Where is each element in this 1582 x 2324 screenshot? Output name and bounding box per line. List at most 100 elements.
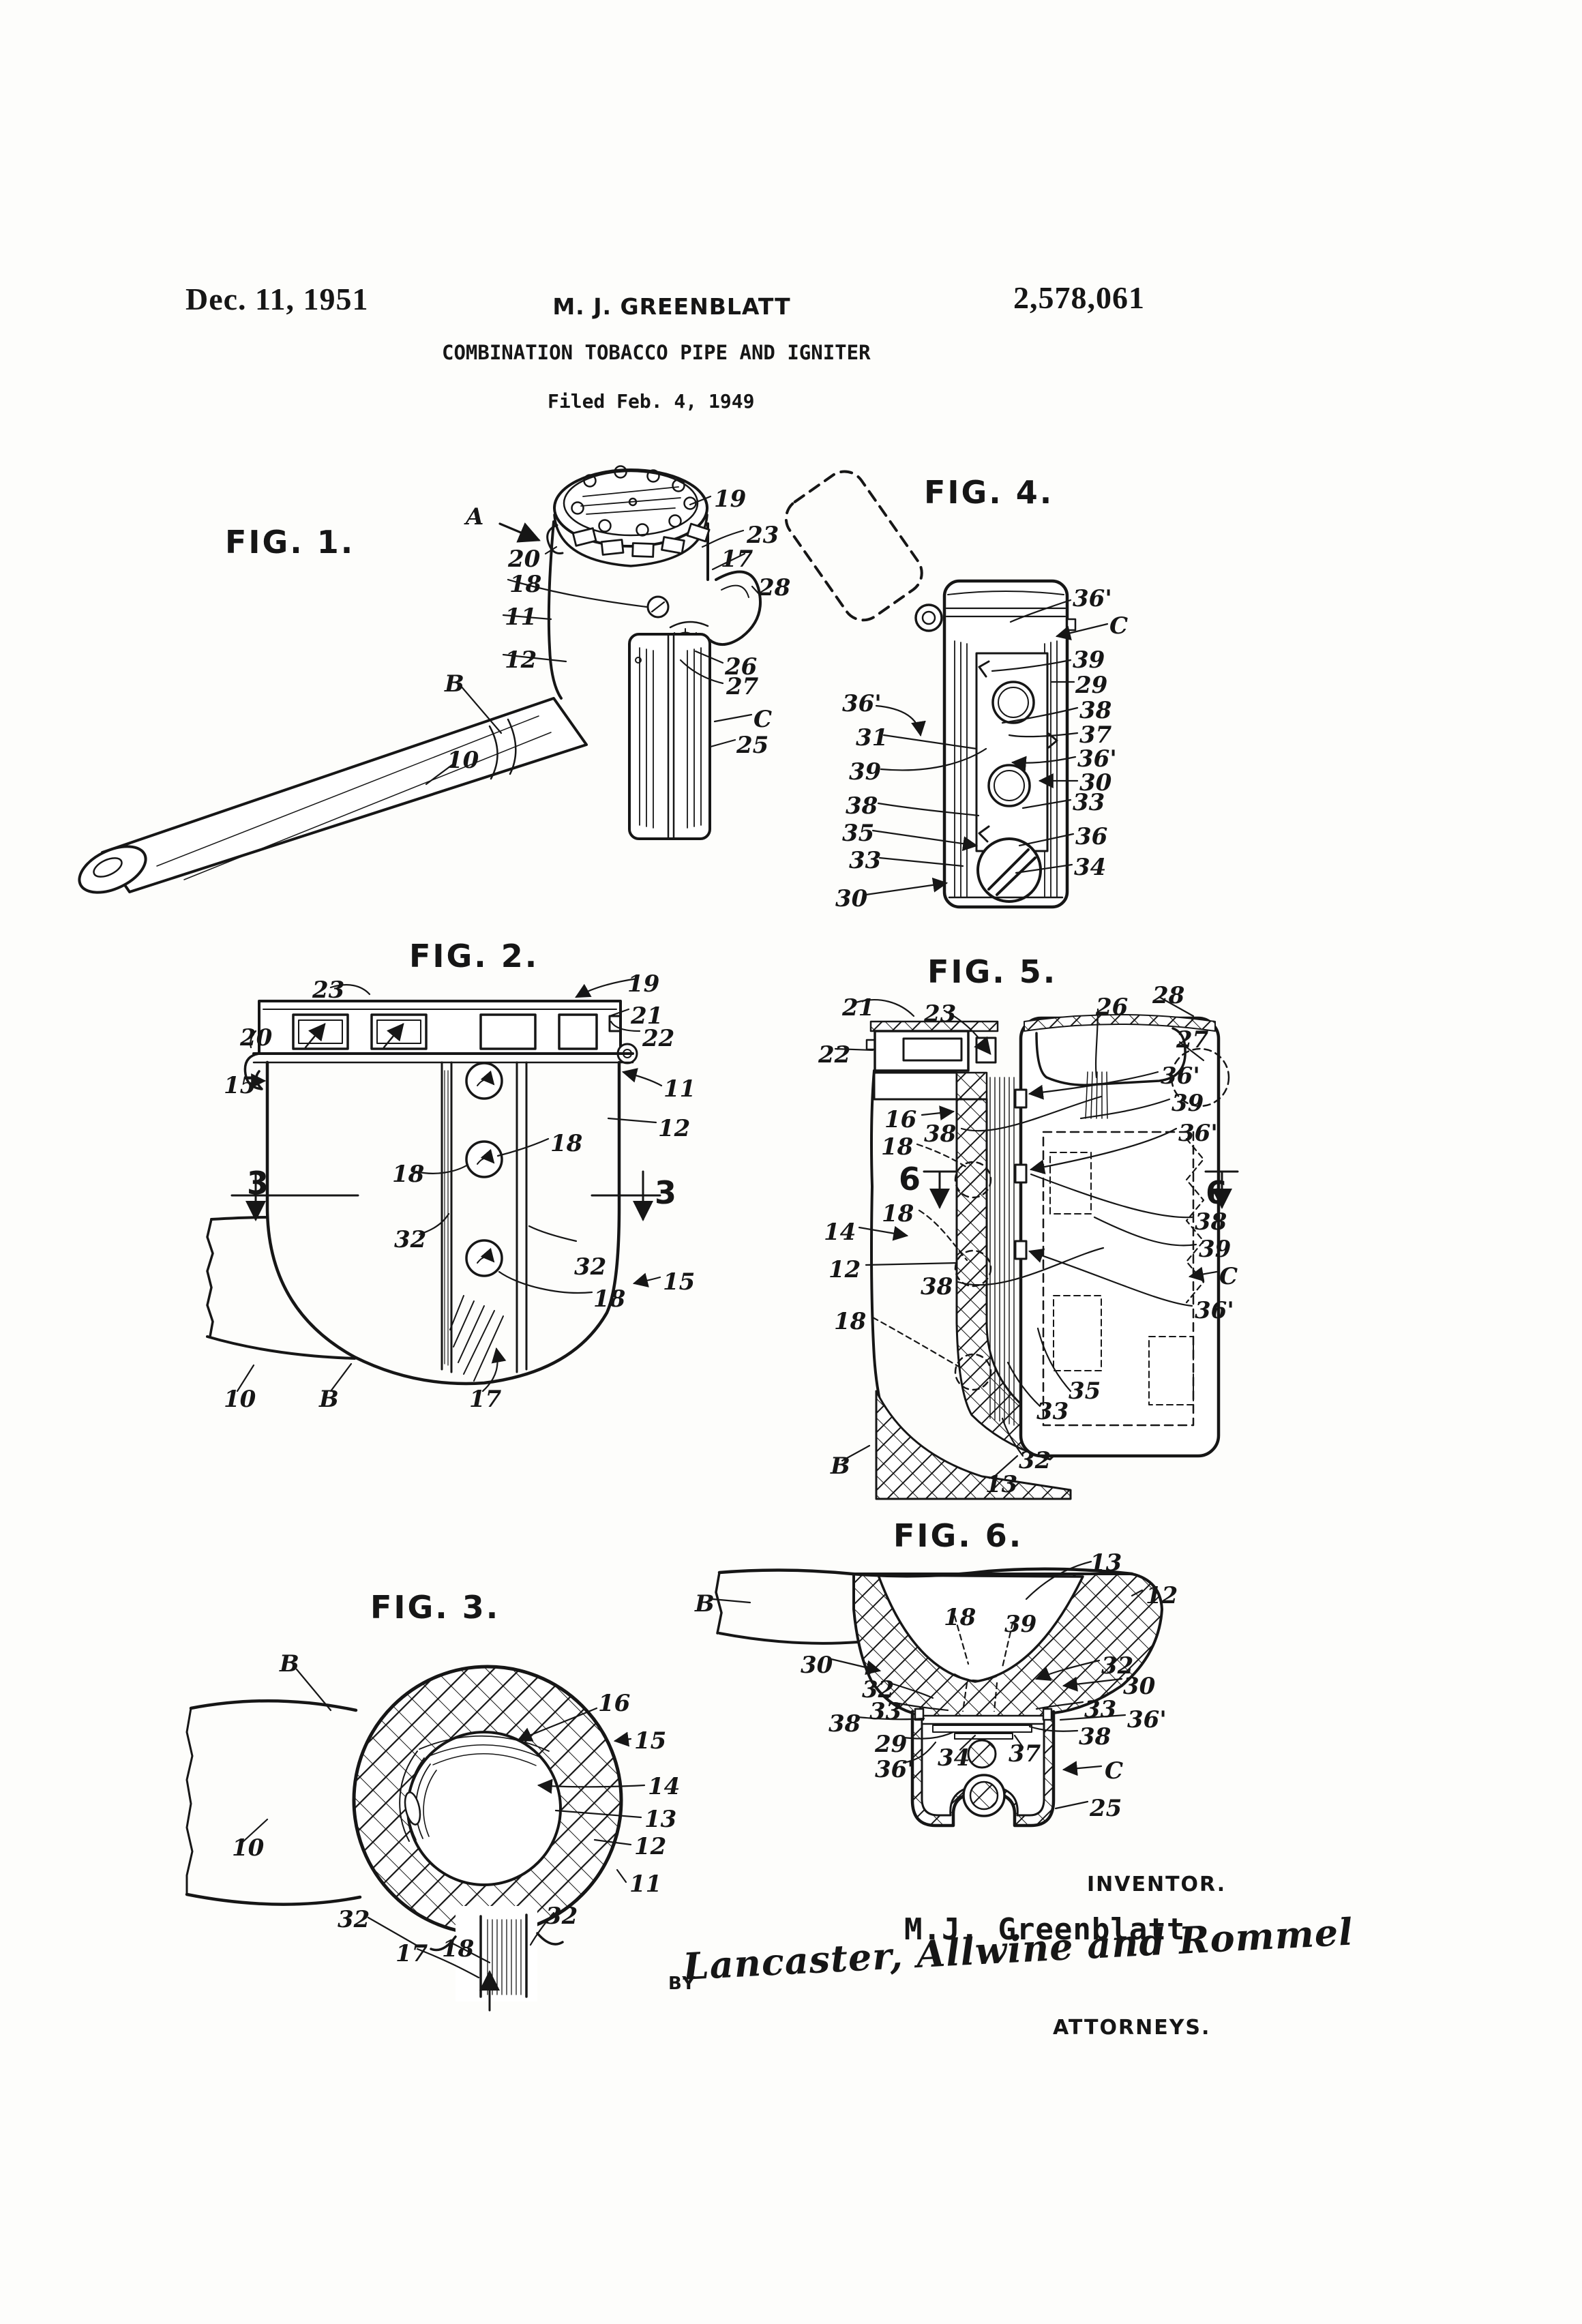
ref-numeral: 23 <box>312 977 345 1004</box>
ref-numeral: 26 <box>1096 994 1129 1021</box>
ref-numeral: 23 <box>924 1000 957 1028</box>
ref-numeral: 25 <box>736 732 769 759</box>
ref-numeral: 17 <box>395 1940 428 1967</box>
ref-numeral: 39 <box>1199 1236 1232 1263</box>
ref-numeral: 6 <box>899 1161 921 1197</box>
patent-number: 2,578,061 <box>1013 280 1145 315</box>
ref-numeral: 32 <box>394 1226 427 1253</box>
ref-numeral: 10 <box>224 1386 256 1413</box>
ref-numeral: 39 <box>849 758 882 786</box>
ref-numeral: B <box>831 1452 850 1480</box>
attorneys-caption: ATTORNEYS. <box>1053 2016 1211 2040</box>
fig2-drawing <box>206 977 663 1392</box>
ref-numeral: 38 <box>1079 697 1112 724</box>
ref-numeral: 38 <box>921 1273 953 1300</box>
figure-label: FIG. 4. <box>924 474 1054 511</box>
ref-numeral: 36' <box>1178 1120 1218 1147</box>
ref-numeral: 30 <box>835 885 868 912</box>
ref-numeral: 25 <box>1090 1795 1122 1822</box>
ref-numeral: 3 <box>655 1174 677 1211</box>
ref-numeral: 32 <box>1101 1652 1134 1680</box>
ref-numeral: 36 <box>1075 823 1108 850</box>
figure-label: FIG. 3. <box>370 1589 501 1626</box>
ref-numeral: 38 <box>1079 1723 1111 1751</box>
ref-numeral: 27 <box>1176 1026 1209 1054</box>
ref-numeral: 38 <box>829 1710 861 1738</box>
ref-numeral: 18 <box>881 1133 914 1161</box>
figure-label: FIG. 2. <box>409 938 539 974</box>
ref-numeral: 39 <box>1004 1611 1037 1638</box>
ref-numeral: 22 <box>818 1041 851 1069</box>
fig6-drawing <box>711 1560 1163 1828</box>
ref-numeral: B <box>445 670 464 698</box>
ref-numeral: 12 <box>829 1256 861 1283</box>
fig4-drawing <box>784 470 1109 909</box>
ref-numeral: 34 <box>1074 854 1107 881</box>
fig5-drawing <box>834 996 1239 1500</box>
ref-numeral: 34 <box>938 1744 970 1772</box>
ref-numeral: 32 <box>862 1676 895 1703</box>
ref-numeral: 16 <box>598 1690 631 1717</box>
ref-numeral: 18 <box>944 1604 976 1631</box>
ref-numeral: 28 <box>758 574 791 601</box>
ref-numeral: 18 <box>834 1308 867 1335</box>
ref-numeral: 12 <box>1146 1582 1178 1609</box>
ref-numeral: 33 <box>1073 789 1105 816</box>
inventor-signature: M.J. Greenblatt <box>904 1912 1186 1947</box>
ref-numeral: 18 <box>593 1285 626 1313</box>
ref-numeral: 33 <box>849 847 882 874</box>
ref-numeral: 30 <box>801 1652 833 1679</box>
ref-numeral: 35 <box>842 820 875 847</box>
ref-numeral: 36' <box>842 690 882 717</box>
ref-numeral: 21 <box>631 1002 663 1030</box>
ref-numeral: 36' <box>1195 1297 1234 1324</box>
ref-numeral: B <box>695 1590 715 1618</box>
ref-numeral: 30 <box>1079 769 1112 796</box>
ref-numeral: 39 <box>1171 1090 1204 1117</box>
ref-numeral: 6 <box>1206 1174 1228 1211</box>
ref-numeral: 15 <box>663 1268 696 1296</box>
ref-numeral: 3 <box>247 1165 269 1202</box>
fig1-drawing <box>78 465 762 894</box>
ref-numeral: C <box>1219 1263 1238 1290</box>
ref-numeral: 15 <box>634 1727 667 1755</box>
ref-numeral: 37 <box>1009 1740 1041 1768</box>
ref-numeral: 36' <box>1161 1062 1200 1090</box>
ref-numeral: 38 <box>846 792 878 820</box>
ref-numeral: 22 <box>642 1025 675 1052</box>
ref-numeral: 17 <box>721 546 753 573</box>
ref-numeral: 13 <box>1090 1549 1122 1577</box>
ref-numeral: 11 <box>505 604 537 631</box>
ref-numeral: 31 <box>856 724 889 751</box>
ref-numeral: 11 <box>629 1871 662 1898</box>
ref-numeral: 36' <box>875 1756 914 1783</box>
ref-numeral: 38 <box>1195 1208 1227 1236</box>
ref-numeral: 11 <box>663 1075 696 1103</box>
patent-title: COMBINATION TOBACCO PIPE AND IGNITER <box>442 341 871 364</box>
ref-numeral: 39 <box>1073 646 1105 674</box>
ref-numeral: 36' <box>1073 585 1112 612</box>
ref-numeral: 30 <box>1123 1673 1156 1700</box>
ref-numeral: 13 <box>644 1806 677 1833</box>
ref-numeral: 33 <box>869 1698 902 1725</box>
ref-numeral: 18 <box>509 571 542 598</box>
ref-numeral: 15 <box>224 1072 256 1099</box>
figure-label: FIG. 1. <box>225 524 355 561</box>
ref-numeral: 10 <box>232 1834 265 1862</box>
ref-numeral: 21 <box>842 994 875 1022</box>
ref-numeral: 18 <box>882 1200 914 1227</box>
ref-numeral: 18 <box>392 1161 425 1188</box>
ref-numeral: C <box>1109 612 1129 640</box>
ref-numeral: 32 <box>546 1903 578 1930</box>
ref-numeral: 28 <box>1152 982 1185 1009</box>
ref-numeral: 29 <box>1075 672 1108 699</box>
ref-numeral: 18 <box>442 1935 475 1963</box>
ref-numeral: 36' <box>1077 745 1117 773</box>
ref-numeral: 16 <box>884 1106 917 1133</box>
ref-numeral: A <box>466 503 484 531</box>
ref-numeral: 33 <box>1084 1696 1117 1723</box>
patent-date: Dec. 11, 1951 <box>185 282 369 316</box>
